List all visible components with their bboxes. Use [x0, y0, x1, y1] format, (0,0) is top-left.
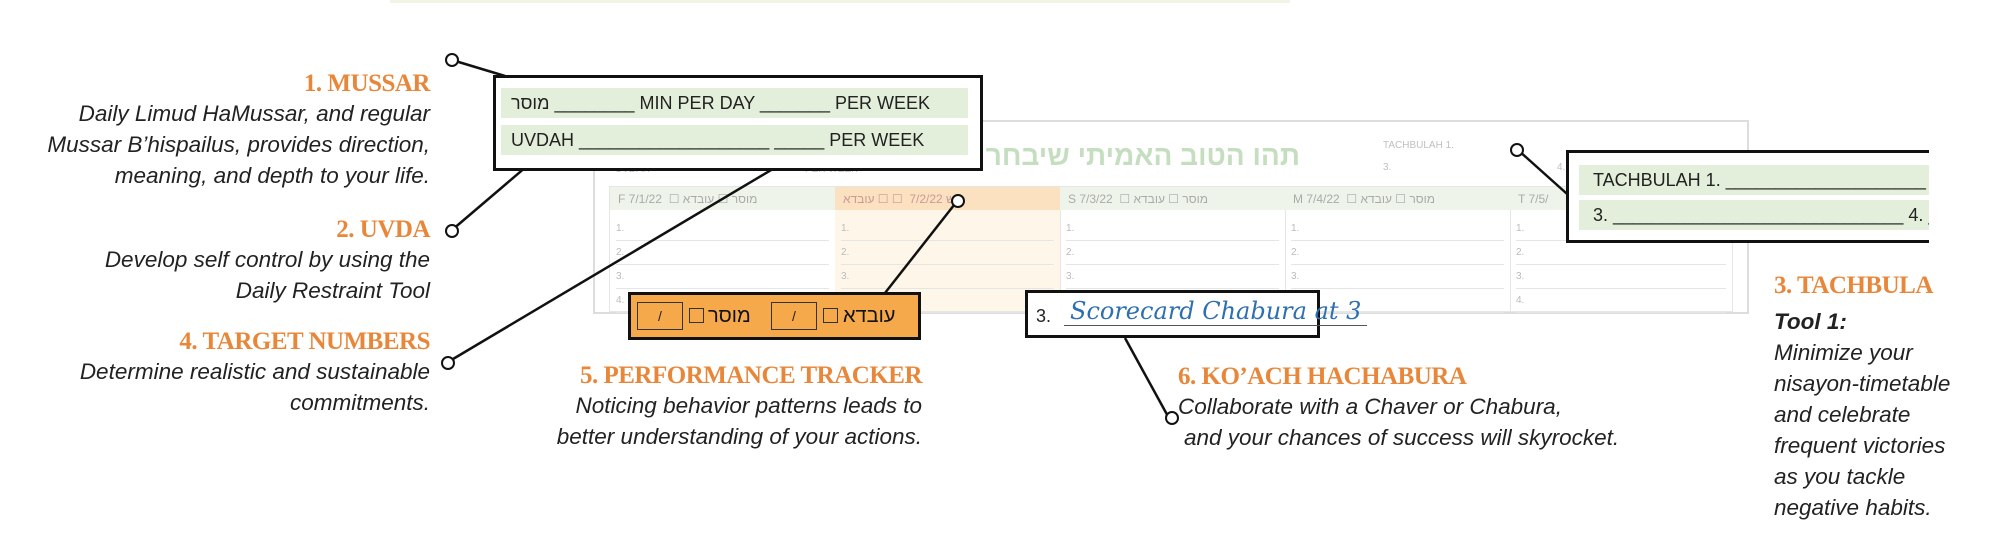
connector-performance [884, 199, 959, 294]
performance-line: better understanding of your actions. [556, 424, 922, 449]
day-column: M 7/4/22 ☐ מוסר ☐ עובדא 1.2.3.4. [1285, 187, 1511, 313]
callout-mussar: 1. MUSSAR Daily Limud HaMussar, and regu… [0, 70, 430, 191]
day-column-highlighted: ש 7/2/22 ☐ ☐ עובדא 1.2.3.4. [835, 187, 1061, 313]
uvda-label: עובדא [843, 305, 896, 327]
callout-koach-hachabura: 6. KO’ACH HACHABURA Collaborate with a C… [1178, 363, 1698, 453]
target-heading: 4. TARGET NUMBERS [179, 328, 430, 355]
planner-hebrew-title: תהו הטוב האמיתי שיבחר ב [960, 140, 1300, 171]
mussar-heading: 1. MUSSAR [303, 70, 431, 97]
callout-dot-target [441, 356, 455, 370]
mussar-row: מוסר ________ MIN PER DAY _______ PER WE… [501, 88, 968, 118]
connector-target [447, 136, 826, 364]
callout-dot-uvda [445, 224, 459, 238]
scorecard-number: 3. [1036, 306, 1052, 326]
zoom-tachbulah: TACHBULAH 1. ____________________ 3. ___… [1566, 150, 1929, 243]
planner-num-3: 3. [1383, 162, 1392, 173]
uvda-checkbox [823, 308, 838, 323]
callout-uvda: 2. UVDA Develop self control by using th… [0, 216, 431, 306]
scorecard-box: 3. Scorecard Chabura at 3 [1025, 290, 1368, 338]
uvda-line: Daily Restraint Tool [235, 278, 430, 303]
callout-tachbula: 3. TACHBULA Tool 1: Minimize your nisayo… [1774, 272, 2004, 523]
callout-target-numbers: 4. TARGET NUMBERS Determine realistic an… [0, 328, 431, 418]
day-column: S 7/3/22 ☐ מוסר ☐ עובדא 1.2.3.4. [1060, 187, 1286, 313]
tachbulah-row-2: 3. _____________________________ 4. _ [1579, 200, 1929, 230]
callout-dot-mussar [445, 53, 459, 67]
mussar-line: meaning, and depth to your life. [114, 163, 430, 188]
koach-heading: 6. KO’ACH HACHABURA [1178, 363, 1467, 390]
tachbula-line: nisayon-timetable [1774, 371, 1951, 396]
koach-line: and your chances of success will skyrock… [1184, 425, 1620, 450]
callout-dot-koach [1165, 411, 1179, 425]
uvda-line: Develop self control by using the [104, 247, 430, 272]
tachbula-line: frequent victories [1774, 433, 1946, 458]
planner-tachbulah-label: TACHBULAH 1. [1383, 140, 1454, 151]
planner-num-4: 4. [1557, 162, 1566, 173]
zoom-mussar-uvdah: מוסר ________ MIN PER DAY _______ PER WE… [493, 75, 983, 171]
mussar-checkbox [689, 308, 704, 323]
uvdah-row: UVDAH ___________________ _____ PER WEEK [501, 125, 968, 155]
target-line: Determine realistic and sustainable [79, 359, 430, 384]
callout-performance-tracker: 5. PERFORMANCE TRACKER Noticing behavior… [460, 362, 923, 452]
tachbula-tool-label: Tool 1: [1774, 309, 1847, 334]
scorecard-handwriting: Scorecard Chabura at 3 [1064, 297, 1368, 326]
callout-dot-performance [951, 194, 965, 208]
performance-line: Noticing behavior patterns leads to [575, 393, 922, 418]
mussar-line: Daily Limud HaMussar, and regular [78, 101, 430, 126]
koach-line: Collaborate with a Chaver or Chabura, [1178, 394, 1562, 419]
uvda-heading: 2. UVDA [336, 216, 430, 243]
target-line: commitments. [289, 390, 430, 415]
tachbula-line: and celebrate [1774, 402, 1911, 427]
mussar-slot: / [637, 302, 683, 330]
uvda-slot: / [771, 302, 817, 330]
connector-koach [1123, 337, 1172, 421]
tachbulah-row-1: TACHBULAH 1. ____________________ [1579, 165, 1929, 195]
tachbula-line: negative habits. [1774, 495, 1932, 520]
callout-dot-tachbula [1510, 143, 1524, 157]
tachbula-line: Minimize your [1774, 340, 1913, 365]
mussar-line: Mussar B’hispailus, provides direction, [47, 132, 430, 157]
tachbula-heading: 3. TACHBULA [1774, 272, 1933, 299]
top-divider [390, 0, 1290, 3]
performance-tracker-box: / מוסר / עובדא [628, 292, 921, 340]
connector-mussar [451, 58, 506, 78]
tachbula-line: as you tackle [1774, 464, 1906, 489]
performance-heading: 5. PERFORMANCE TRACKER [579, 362, 923, 389]
mussar-label: מוסר [708, 305, 751, 327]
